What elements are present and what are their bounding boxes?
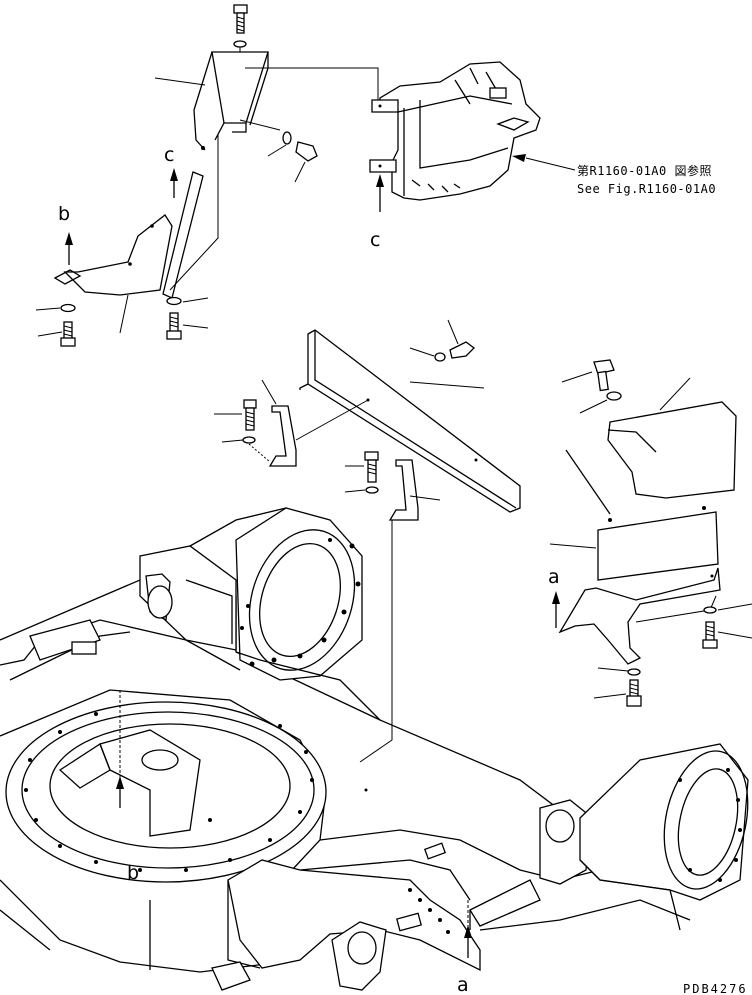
motor-cover-reference	[369, 61, 576, 212]
callout-label-c-right: c	[370, 229, 380, 251]
swing-circle-bolts	[24, 712, 314, 872]
callout-label-a-bottom: a	[457, 974, 469, 995]
callout-label-b-bottom: b	[127, 862, 139, 884]
main-frame	[0, 507, 749, 991]
bolt-top	[233, 4, 248, 60]
reference-text-en: See Fig.R1160-01A0	[577, 182, 716, 196]
callout-label-a-right: a	[548, 566, 560, 588]
callout-label-c-left: c	[164, 144, 174, 166]
drawing-code: PDB4276	[683, 982, 748, 995]
right-cover-assembly	[549, 359, 752, 707]
reference-text-jp: 第R1160-01A0 図参照	[577, 163, 712, 178]
callout-label-b-top: b	[58, 203, 70, 225]
cross-beam-assembly	[214, 319, 521, 792]
lower-bracket-plate	[63, 214, 173, 296]
bolt-side	[239, 119, 318, 183]
ring-bolts-right	[678, 768, 742, 882]
frame-holes	[408, 888, 450, 934]
ring-bolts-left	[240, 538, 361, 667]
callout-labels: c b c a b a 第R1160-01A0 図参照 See Fig.R116…	[58, 144, 748, 995]
top-left-cover-assembly	[35, 4, 379, 347]
upper-cover-plate	[211, 51, 269, 124]
